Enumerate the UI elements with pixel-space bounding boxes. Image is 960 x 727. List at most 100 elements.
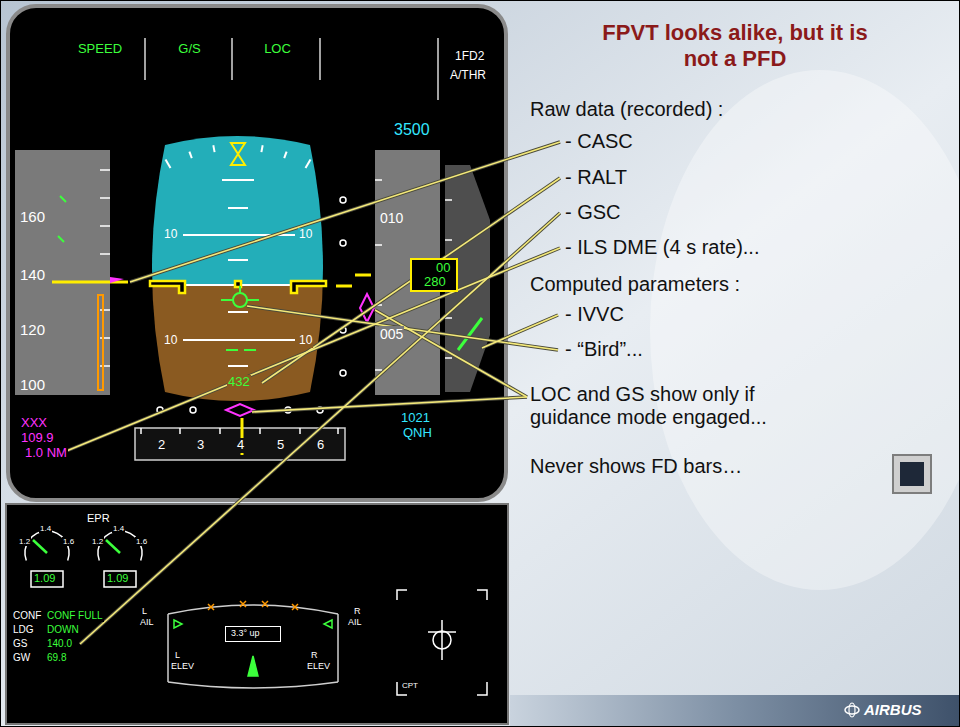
slide-background — [650, 70, 960, 590]
sidestick-box — [441, 620, 443, 660]
aircraft-symbol — [150, 281, 185, 293]
display-value: 00 — [436, 261, 450, 276]
epr-gauges — [31, 571, 63, 587]
display-value: 120 — [19, 321, 46, 338]
epr-gauges — [33, 540, 47, 553]
slide-title: FPVT looks alike, but it is not a PFD — [600, 20, 870, 73]
ils-dme: 1.0 NM — [24, 446, 68, 461]
fma-separators — [144, 38, 146, 80]
elevator-position-box: 3.3° up — [225, 626, 281, 642]
config-value: CONF FULL — [46, 610, 104, 622]
glideslope-scale — [336, 197, 374, 376]
display-value: L — [174, 650, 181, 660]
flight-path-vector-bird — [221, 299, 233, 301]
sidestick-box — [428, 631, 456, 633]
attitude-sphere — [228, 207, 248, 209]
callout-item: - RALT — [565, 166, 627, 189]
flight-control-frame — [168, 601, 338, 688]
heading-value: 2 — [157, 438, 166, 453]
speed-tape — [58, 236, 64, 242]
speed-tape — [98, 295, 103, 390]
display-value: 1FD2 — [455, 50, 484, 64]
pitch-scale-value: 10 — [163, 334, 178, 348]
display-value: 005 — [379, 326, 404, 342]
display-value: 010 — [379, 210, 404, 226]
display-frame — [8, 6, 506, 500]
leader-line — [375, 310, 527, 397]
slide-icon — [893, 455, 931, 493]
flight-control-frame — [248, 656, 258, 676]
leader-line — [482, 315, 558, 348]
engine-label: EPR — [86, 512, 111, 525]
epr-gauges — [104, 571, 136, 587]
epr-gauge: 1.41.21.61.09 — [18, 524, 77, 590]
speed-tape — [100, 337, 110, 339]
callout-heading: Computed parameters : — [530, 273, 740, 296]
vertical-speed-scale — [445, 239, 452, 241]
flight-path-vector-bird — [226, 349, 238, 351]
roll-scale — [189, 152, 191, 159]
localizer-scale — [226, 404, 254, 416]
vertical-speed-scale — [458, 318, 482, 350]
callout-item: - ILS DME (4 s rate)... — [565, 236, 759, 259]
altitude-tape — [375, 179, 382, 181]
speed-tape — [100, 197, 110, 199]
speed-tape — [100, 309, 110, 311]
pitch-scale-value: 10 — [298, 334, 313, 348]
baro-setting: 1021 — [400, 411, 431, 426]
slide-icon — [900, 462, 924, 486]
glideslope-scale — [340, 370, 346, 376]
altitude-tape: 00280010005 — [374, 150, 440, 395]
display-value: 140 — [19, 266, 46, 283]
ils-frequency: 109.9 — [20, 431, 55, 446]
display-value: 1.4 — [112, 524, 125, 533]
attitude-sphere — [228, 311, 248, 313]
speed-tape — [100, 225, 110, 227]
roll-index — [231, 154, 245, 165]
display-value: 3.3° up — [231, 628, 260, 638]
config-label: LDG — [12, 624, 35, 636]
display-value: CPT — [402, 681, 418, 690]
attitude-sphere — [183, 339, 295, 341]
flight-control-frame — [337, 614, 339, 682]
pitch-scale-value: 10 — [163, 228, 178, 242]
ils-ident: XXX — [20, 416, 48, 431]
airbus-logo-mark — [845, 703, 859, 717]
slide-icon — [893, 455, 931, 493]
display-value: ELEV — [170, 661, 195, 671]
display-frame — [6, 504, 508, 724]
speed-tape — [100, 365, 110, 367]
altitude-tape — [375, 244, 382, 246]
fma-glideslope-cell: G/S — [152, 40, 229, 62]
callout-note: Never shows FD bars… — [530, 455, 742, 478]
flight-control-frame — [262, 601, 268, 607]
callout-item: - GSC — [565, 201, 621, 224]
heading-scale — [259, 428, 261, 434]
logo-text: AIRBUS — [864, 701, 922, 718]
epr-gauges — [25, 531, 142, 587]
speed-tape — [110, 277, 124, 283]
flight-path-vector-bird — [247, 299, 259, 301]
roll-scale — [306, 159, 311, 168]
roll-index — [231, 143, 245, 165]
flight-control-frame — [208, 604, 214, 610]
display-value: L — [142, 606, 147, 616]
attitude-sphere — [228, 259, 248, 261]
sidestick-box — [397, 590, 487, 695]
heading-scale — [299, 428, 301, 434]
speed-tape — [15, 150, 110, 395]
display-value: 280 — [424, 275, 446, 290]
attitude-sphere — [222, 179, 254, 181]
leader-line-outline — [375, 310, 527, 397]
glideslope-scale — [340, 197, 346, 203]
display-value: ELEV — [306, 661, 331, 671]
attitude-sphere — [130, 120, 350, 286]
flight-path-vector-bird — [244, 349, 256, 351]
attitude-sphere — [183, 180, 295, 366]
altitude-tape — [355, 274, 371, 277]
heading-value: 4 — [236, 438, 245, 453]
display-value: 1.2 — [91, 537, 104, 546]
fma-status-cell: 1FD2A/THR — [445, 45, 503, 91]
